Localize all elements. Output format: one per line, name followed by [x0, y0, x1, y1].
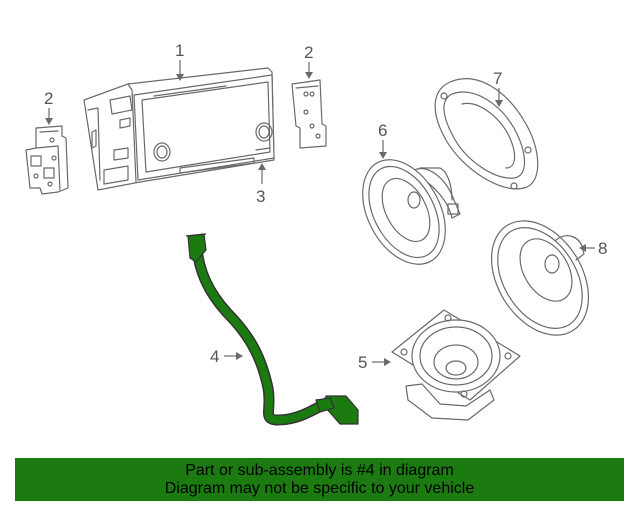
left-mounting-bracket: [25, 125, 69, 195]
right-mounting-bracket: [291, 79, 327, 149]
svg-text:2: 2: [44, 89, 53, 108]
callout-6: 6: [378, 121, 387, 159]
svg-text:5: 5: [358, 353, 367, 372]
banner-line-1: Part or sub-assembly is #4 in diagram: [185, 462, 454, 479]
oval-speaker-bracket: [434, 78, 539, 190]
speaker-6x9-rear: [490, 220, 590, 336]
svg-text:3: 3: [256, 187, 265, 206]
callout-2-right: 2: [304, 43, 313, 79]
banner-line-2: Diagram may not be specific to your vehi…: [164, 480, 475, 497]
callout-1: 1: [175, 41, 184, 81]
svg-text:6: 6: [378, 121, 387, 140]
svg-text:7: 7: [493, 69, 502, 88]
speaker-6x9-front: [362, 159, 461, 265]
svg-text:1: 1: [175, 41, 184, 60]
callout-4: 4: [210, 347, 243, 366]
callout-3: 3: [256, 163, 266, 206]
part-info-banner: Part or sub-assembly is #4 in diagram Di…: [15, 458, 624, 501]
radio-unit: [83, 67, 275, 191]
callout-5: 5: [358, 353, 391, 372]
svg-text:8: 8: [598, 239, 607, 258]
wiring-harness: [185, 233, 359, 426]
svg-text:2: 2: [304, 43, 313, 62]
callout-2-left: 2: [44, 89, 53, 125]
svg-text:4: 4: [210, 347, 219, 366]
callout-7: 7: [493, 69, 503, 107]
square-speaker: [391, 309, 521, 421]
parts-diagram: 1 2 2 3: [25, 41, 607, 426]
callout-8: 8: [579, 239, 607, 258]
